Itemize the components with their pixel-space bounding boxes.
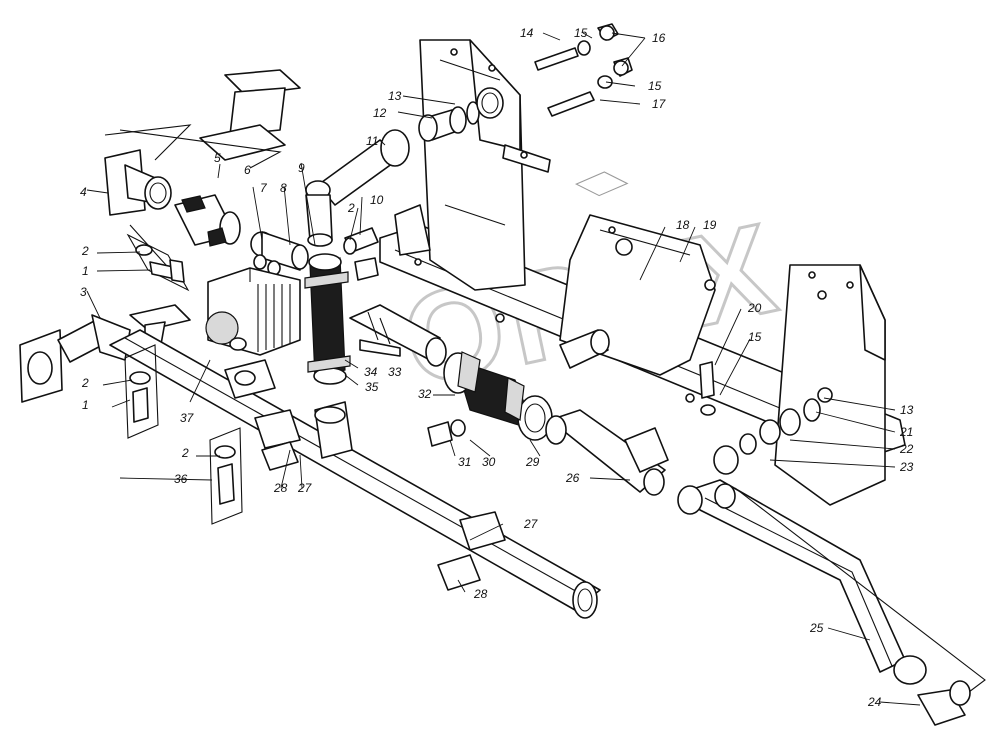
callout-2-mid: 2 [81,376,89,390]
callout-34: 34 [364,365,378,379]
callout-22: 22 [899,442,914,456]
fitting-7-8 [250,231,309,276]
callout-2-low: 2 [181,446,189,460]
callout-18: 18 [676,218,690,232]
hose-35 [304,253,351,385]
flange-pipe-4 [104,124,192,276]
callout-31: 31 [458,455,471,469]
callout-1-mid: 1 [82,398,89,412]
callout-2: 2 [81,244,89,258]
callout-10: 10 [370,193,384,207]
tee-26 [545,409,669,496]
clamp-5 [174,194,241,247]
callout-32: 32 [418,387,432,401]
bolt-inset-low [209,427,243,525]
callout-37: 37 [180,411,195,425]
elbow-24 [917,680,971,726]
callout-26: 26 [565,471,580,485]
pipe-27 [109,329,601,619]
callout-labels: 1 2 3 4 5 6 7 8 9 10 11 12 13 13 14 15 1… [80,26,914,709]
callout-14: 14 [520,26,534,40]
leader-lines [86,32,921,706]
stud-17 [547,57,633,117]
callout-19: 19 [703,218,717,232]
hose-29 [443,351,553,441]
manifold-pipe-3 [19,304,191,403]
nipple-12 [418,87,504,142]
bracket-front [774,264,886,506]
callout-20: 20 [747,301,762,315]
nipple-21-23 [713,398,821,475]
callout-4: 4 [80,185,87,199]
callout-28-left: 28 [273,481,288,495]
callout-36: 36 [174,472,188,486]
callout-9: 9 [298,161,305,175]
callout-24: 24 [867,695,882,709]
callout-8: 8 [280,181,287,195]
callout-15-right: 15 [748,330,762,344]
callout-5: 5 [214,151,221,165]
callout-15-top: 15 [574,26,588,40]
bolt-20 [699,361,716,416]
callout-16: 16 [652,31,666,45]
callout-27-right: 27 [523,517,539,531]
heater-unit-37 [205,267,301,356]
callout-28-right: 28 [473,587,488,601]
fitting-18 [559,329,610,369]
pipe-25 [677,479,986,711]
flange-elbow-6 [119,69,301,169]
callout-25: 25 [809,621,824,635]
tube-33 [349,304,447,367]
stud-14 [534,23,619,71]
callout-35: 35 [365,380,379,394]
callout-15-mid: 15 [648,79,662,93]
callout-12: 12 [373,106,387,120]
callout-30: 30 [482,455,496,469]
callout-33: 33 [388,365,402,379]
bolt-inset-top [126,233,190,292]
callout-27-left: 27 [297,481,313,495]
callout-7: 7 [260,181,268,195]
elbow-pipe-11 [305,129,410,247]
fitting-10 [343,227,379,281]
callout-2-top: 2 [347,201,355,215]
bolt-inset-mid [124,344,159,439]
callout-23: 23 [899,460,914,474]
nut-30-31 [427,419,466,447]
callout-13-right: 13 [900,403,914,417]
callout-17: 17 [652,97,667,111]
callout-1: 1 [82,264,89,278]
callout-13-top: 13 [388,89,402,103]
callout-11: 11 [366,134,378,148]
callout-6: 6 [244,163,251,177]
callout-21: 21 [899,425,913,439]
callout-29: 29 [525,455,540,469]
callout-3: 3 [80,285,87,299]
